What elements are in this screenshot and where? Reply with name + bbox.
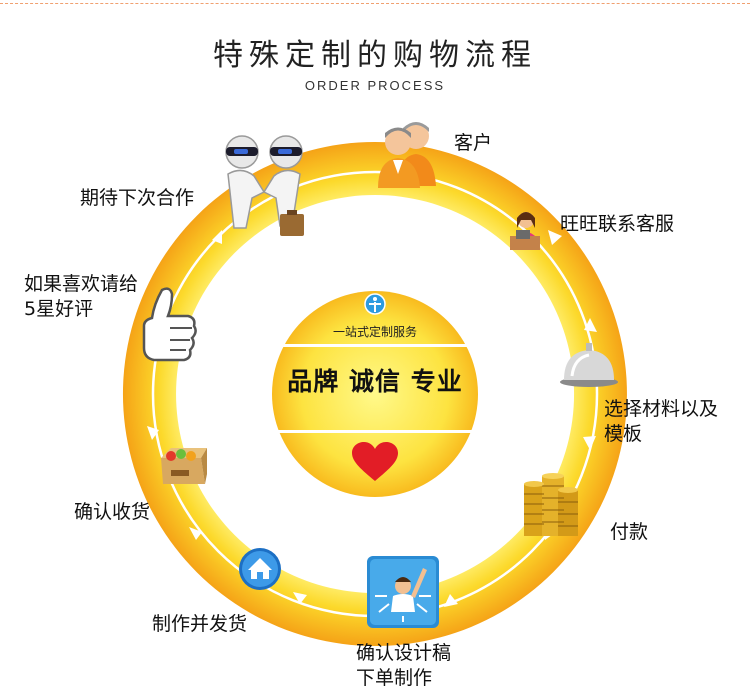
ring-arrow [583, 436, 596, 450]
step-label-confirm-receipt: 确认收货 [74, 501, 151, 523]
heart-icon [352, 442, 398, 481]
ring-arrow [444, 594, 458, 607]
service-logo-icon [364, 293, 386, 315]
step-label-contact-service: 旺旺联系客服 [560, 213, 675, 235]
step-label-line: 如果喜欢请给 [24, 273, 139, 295]
page-subtitle: ORDER PROCESS [304, 78, 446, 93]
step-label-line: 模板 [604, 423, 643, 445]
handshake-icon [225, 135, 304, 236]
center-stripe-top [276, 344, 474, 347]
step-label-select-materials: 选择材料以及 模板 [604, 397, 718, 447]
step-label-payment: 付款 [610, 521, 649, 543]
customer-icon [378, 122, 436, 188]
step-label-five-star: 如果喜欢请给 5星好评 [24, 272, 138, 322]
center-disc [272, 291, 478, 497]
center-service-label: 一站式定制服务 [332, 325, 417, 339]
gold-coins-icon [524, 473, 578, 536]
center-slogan: 品牌 诚信 专业 [287, 367, 463, 396]
home-shipping-icon [239, 548, 281, 590]
step-label-next-cooperation: 期待下次合作 [80, 187, 195, 209]
customer-service-icon [510, 212, 540, 250]
page-title: 特殊定制的购物流程 [213, 38, 537, 73]
step-label-confirm-design: 确认设计稿 下单制作 [356, 641, 451, 691]
ring-arrow [584, 318, 597, 332]
step-label-line: 下单制作 [356, 667, 433, 689]
service-bell-icon [560, 343, 618, 387]
top-dashed-divider [0, 3, 750, 4]
designer-icon [367, 556, 439, 628]
step-label-customer: 客户 [454, 132, 493, 154]
step-label-line: 选择材料以及 [604, 398, 719, 420]
step-label-line: 5星好评 [24, 298, 94, 320]
ring-arrow [548, 230, 562, 245]
thumbs-up-icon [142, 287, 197, 362]
ring-arrow [293, 592, 307, 604]
ring-arrow [147, 426, 159, 440]
center-stripe-bottom [276, 430, 474, 433]
ring-arrow [212, 230, 222, 244]
ring-arrow [189, 527, 202, 540]
step-label-produce-ship: 制作并发货 [152, 613, 248, 635]
package-icon [161, 448, 207, 484]
step-label-line: 确认设计稿 [356, 642, 452, 664]
